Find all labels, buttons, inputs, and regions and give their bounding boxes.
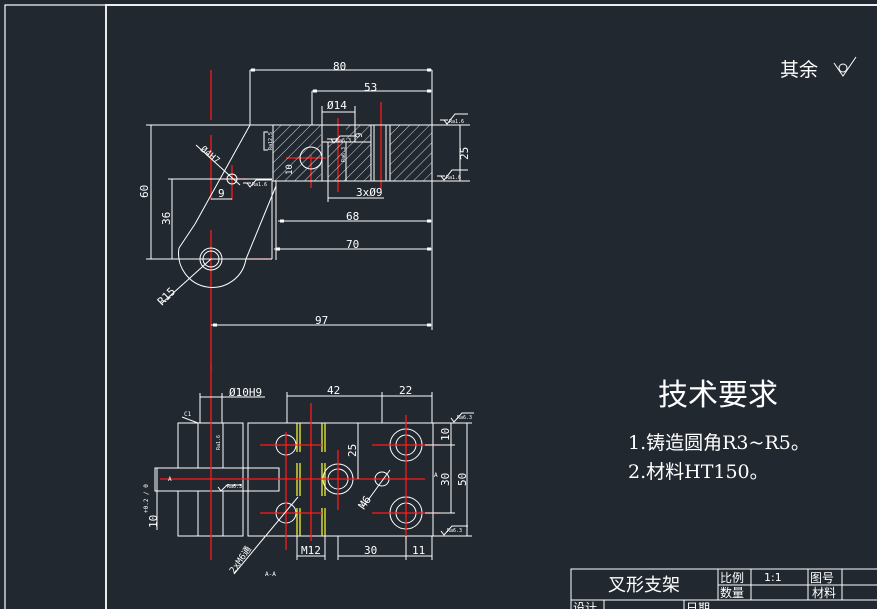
technical-requirements: 技术要求 1.铸造圆角R3~R5。 2.材料HT150。 bbox=[628, 378, 810, 483]
dim-m6: M6 bbox=[356, 493, 374, 511]
scale-value: 1:1 bbox=[764, 571, 782, 584]
roughness-callout: Ra6.3 bbox=[450, 412, 474, 423]
section-hatch bbox=[390, 125, 432, 181]
dim-50: 50 bbox=[456, 473, 469, 486]
dim-9: 9 bbox=[218, 187, 225, 200]
title-block: 叉形支架 比例 1:1 图号 数量 材料 设计 日期 bbox=[570, 568, 877, 609]
dim-11: 11 bbox=[412, 544, 425, 557]
dim-slot-tol: +0.2 / 0 bbox=[143, 484, 150, 513]
svg-text:Ra6.3: Ra6.3 bbox=[336, 138, 351, 144]
dim-25: 25 bbox=[458, 147, 471, 160]
tech-req-title: 技术要求 bbox=[658, 378, 778, 413]
roughness-callout: Ra6.3 bbox=[327, 135, 355, 144]
other-surfaces-label: 其余 bbox=[780, 59, 818, 81]
dim-22: 22 bbox=[399, 384, 412, 397]
svg-text:Ra1.6: Ra1.6 bbox=[446, 175, 461, 181]
drawing-no-label: 图号 bbox=[810, 571, 834, 585]
material-label: 材料 bbox=[812, 586, 836, 600]
dim-42: 42 bbox=[327, 384, 340, 397]
date-label: 日期 bbox=[686, 601, 710, 609]
scale-label: 比例 bbox=[720, 571, 744, 585]
svg-text:Ra1.6: Ra1.6 bbox=[449, 119, 464, 125]
inner-border bbox=[105, 4, 877, 609]
svg-text:Ra6.3: Ra6.3 bbox=[227, 484, 242, 490]
top-view: 80 53 Ø14 Ø4H7 9 60 36 25 3xØ9 68 70 97 … bbox=[138, 60, 471, 370]
quantity-label: 数量 bbox=[720, 585, 744, 600]
dim-r15: R15 bbox=[155, 285, 178, 308]
roughness-callout: Ra1.6 bbox=[437, 169, 468, 181]
tech-req-item: 1.铸造圆角R3~R5。 bbox=[628, 432, 810, 454]
dim-10b: 10 bbox=[439, 428, 452, 441]
dim-53: 53 bbox=[364, 81, 377, 94]
dim-70: 70 bbox=[346, 238, 359, 251]
dim-10: 10 bbox=[285, 164, 295, 175]
dim-80: 80 bbox=[333, 60, 346, 73]
svg-text:Ra6.3: Ra6.3 bbox=[341, 147, 347, 162]
roughness-callout: Ra6.3 bbox=[217, 484, 242, 492]
section-label: A-A bbox=[265, 571, 276, 578]
dim-30h: 30 bbox=[364, 544, 377, 557]
dim-60: 60 bbox=[138, 185, 151, 198]
dim-9b: 9 bbox=[355, 133, 365, 138]
roughness-callout: Ra1.6 bbox=[243, 179, 272, 188]
roughness-callout: Ra1.6 bbox=[216, 435, 222, 450]
dim-dia4h7: Ø4H7 bbox=[198, 144, 222, 166]
section-mark-right: A bbox=[434, 472, 438, 479]
roughness-callout: Ra6.3 bbox=[341, 147, 347, 162]
dim-dia14: Ø14 bbox=[327, 99, 347, 112]
svg-text:Ra6.3: Ra6.3 bbox=[457, 415, 472, 421]
dim-slot-10: 10 bbox=[147, 515, 160, 528]
dim-3xdia9: 3xØ9 bbox=[356, 186, 383, 199]
dim-36: 36 bbox=[160, 212, 173, 225]
default-roughness-note: 其余 bbox=[780, 56, 857, 81]
section-view-a-a: Ø10H9 42 22 25 10 30 50 10 +0.2 / 0 M12 … bbox=[143, 365, 474, 578]
tech-req-item: 2.材料HT150。 bbox=[628, 461, 769, 483]
dim-30v: 30 bbox=[439, 473, 452, 486]
svg-text:Ra6.3: Ra6.3 bbox=[447, 528, 462, 534]
dim-68: 68 bbox=[346, 210, 359, 223]
section-mark-left: A bbox=[168, 476, 172, 483]
thread-note: 2xM6通 bbox=[227, 544, 254, 575]
svg-text:Ra1.6: Ra1.6 bbox=[252, 182, 267, 188]
svg-text:Ra12.5: Ra12.5 bbox=[268, 132, 274, 150]
dim-m12: M12 bbox=[301, 544, 321, 557]
roughness-callout: Ra6.3 bbox=[440, 525, 468, 536]
svg-text:Ra1.6: Ra1.6 bbox=[216, 435, 222, 450]
section-hatch bbox=[346, 125, 371, 181]
dim-dia10h9: Ø10H9 bbox=[229, 386, 262, 399]
dim-97: 97 bbox=[315, 314, 328, 327]
section-hatch bbox=[273, 125, 321, 181]
section-hatch bbox=[328, 142, 346, 181]
part-name: 叉形支架 bbox=[608, 575, 680, 596]
chamfer-label: C1 bbox=[184, 411, 192, 418]
roughness-callout: Ra12.5 bbox=[263, 131, 274, 151]
roughness-symbol-icon bbox=[833, 56, 857, 77]
dim-25b: 25 bbox=[346, 444, 359, 457]
outer-border bbox=[4, 4, 877, 609]
roughness-callout: Ra1.6 bbox=[440, 113, 468, 125]
designer-label: 设计 bbox=[573, 601, 597, 609]
